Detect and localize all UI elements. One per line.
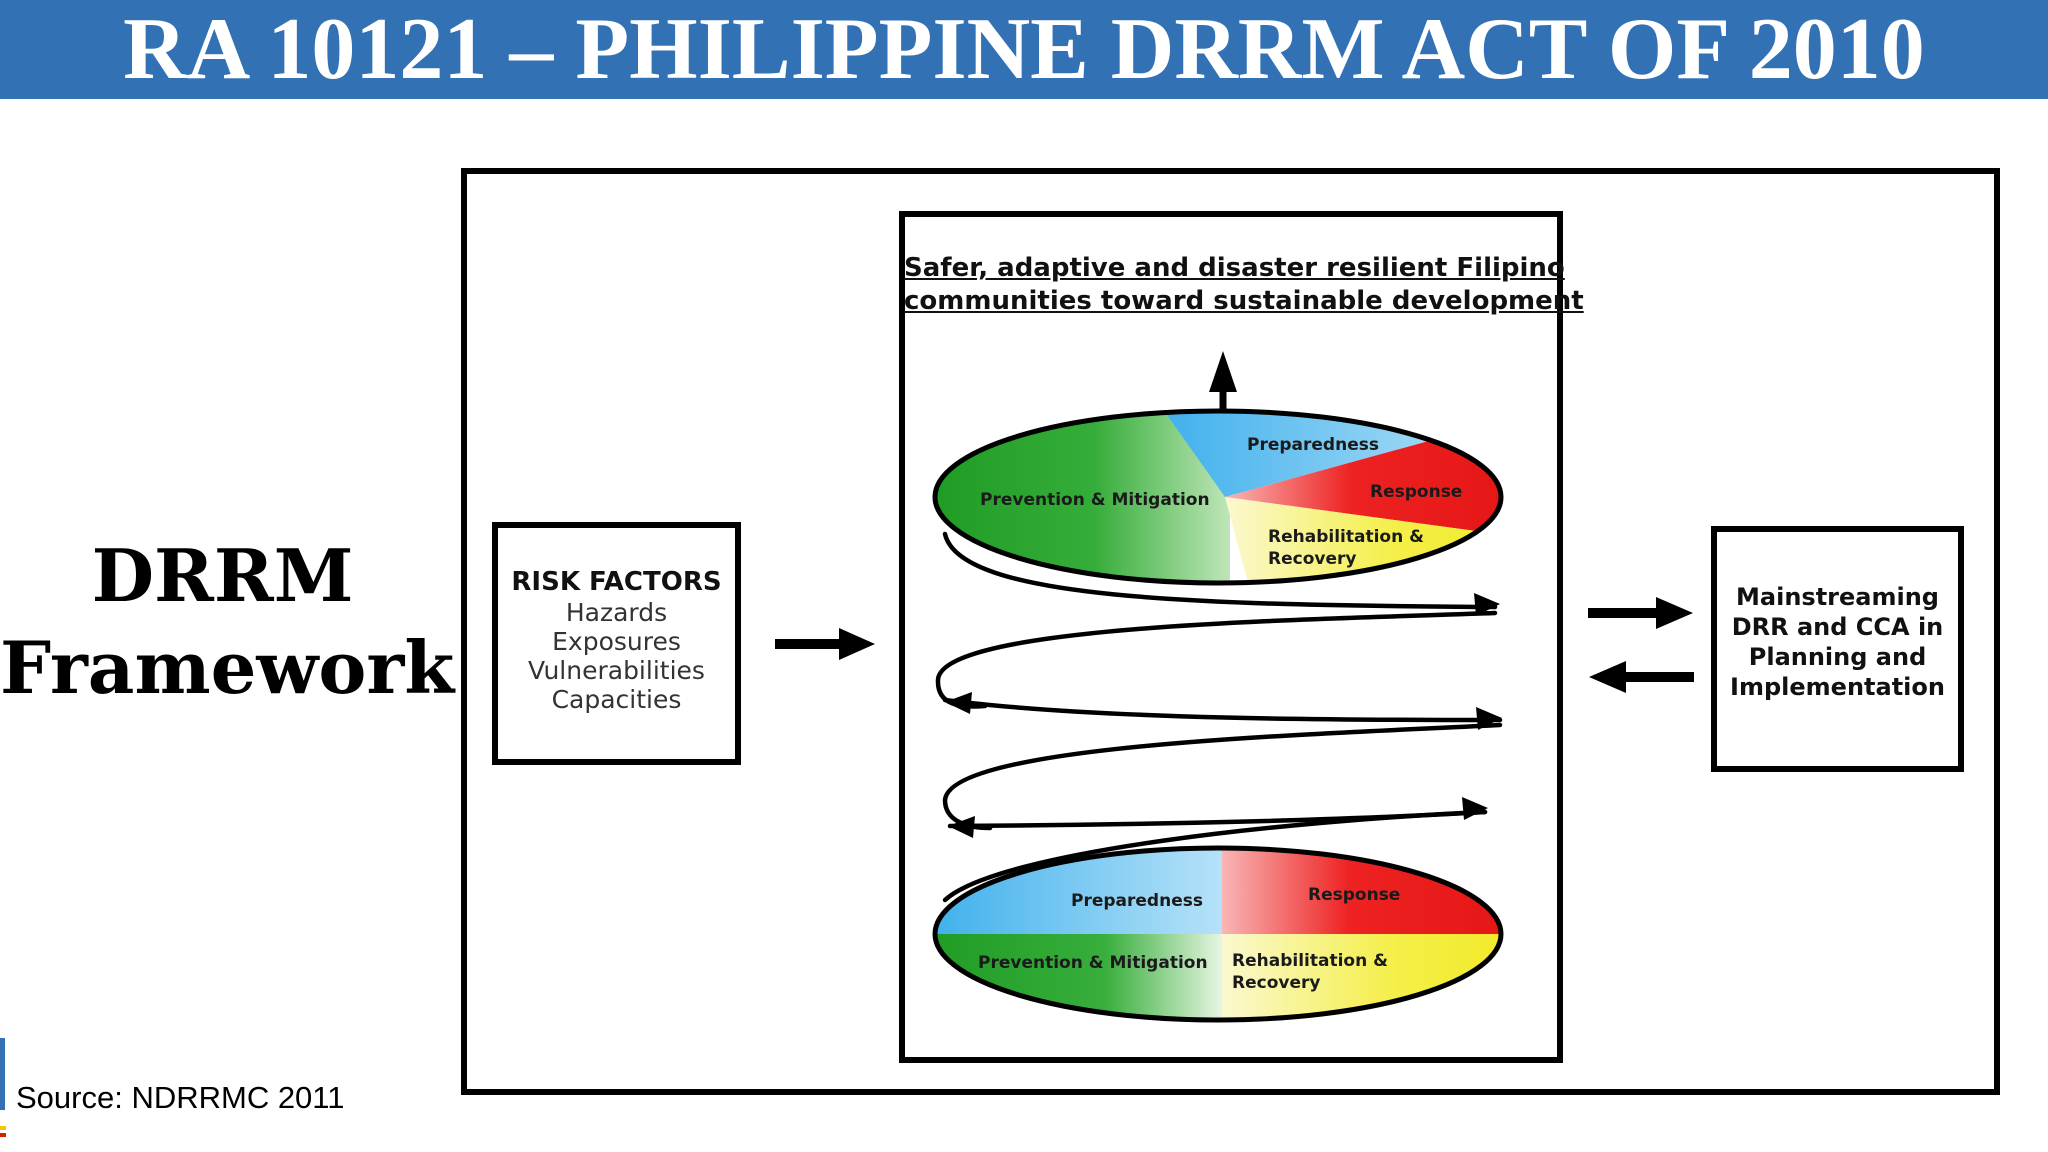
top-preparedness-label: Preparedness xyxy=(1247,435,1379,455)
risk-factor-item: Hazards xyxy=(565,597,668,627)
goal-statement: Safer, adaptive and disaster resilient F… xyxy=(904,252,1584,318)
bottom-rehabilitation-label: Recovery xyxy=(1232,973,1320,993)
bottom-response-label: Response xyxy=(1308,885,1400,905)
top-prevention-label: Prevention & Mitigation xyxy=(980,490,1210,510)
side-title-line: DRRM xyxy=(91,533,354,618)
title-bar: RA 10121 – PHILIPPINE DRRM ACT OF 2010 xyxy=(0,0,2048,99)
cycle-box xyxy=(899,211,1563,1063)
risk-factors-heading: RISK FACTORS xyxy=(511,566,722,597)
spiral-arrowhead xyxy=(948,816,975,838)
spiral-arrowheads xyxy=(945,593,1502,838)
slide-title: RA 10121 – PHILIPPINE DRRM ACT OF 2010 xyxy=(123,0,1925,98)
source-citation: Source: NDRRMC 2011 xyxy=(16,1080,345,1115)
side-title-line: Framework xyxy=(0,625,455,710)
risk-to-cycle-arrow xyxy=(775,628,875,660)
bottom-prevention-label: Prevention & Mitigation xyxy=(978,953,1208,973)
flag-stripe-yellow xyxy=(0,1126,6,1130)
spiral-arrowhead xyxy=(1474,593,1500,616)
goal-line: communities toward sustainable developme… xyxy=(904,286,1584,316)
cycle-to-mainstreaming-arrow xyxy=(1588,597,1693,629)
mainstreaming-line: Implementation xyxy=(1730,673,1945,701)
bottom-preparedness-label: Preparedness xyxy=(1071,891,1203,911)
spiral-connector xyxy=(935,531,1503,903)
top-cycle-labels: Prevention & Mitigation Preparedness Res… xyxy=(980,435,1462,569)
top-rehabilitation-label: Rehabilitation & xyxy=(1268,527,1424,547)
spiral-arrowhead xyxy=(1462,797,1488,820)
framework-frame xyxy=(461,168,2000,1095)
mainstreaming-line: DRR and CCA in xyxy=(1731,613,1944,641)
spiral-arrowhead xyxy=(945,692,972,714)
top-rehabilitation-label: Recovery xyxy=(1268,549,1356,569)
mainstreaming-box: Mainstreaming DRR and CCA in Planning an… xyxy=(1711,526,1964,772)
risk-factor-item: Vulnerabilities xyxy=(528,655,705,685)
spiral-arrowhead xyxy=(1476,707,1502,730)
source-accent-bar xyxy=(0,1038,5,1110)
risk-factor-item: Exposures xyxy=(552,626,681,656)
top-response-label: Response xyxy=(1370,482,1462,502)
risk-factor-item: Capacities xyxy=(551,684,682,714)
flag-stripe-red xyxy=(0,1133,6,1137)
mainstreaming-to-cycle-arrow xyxy=(1589,661,1694,693)
risk-factors-box: RISK FACTORS Hazards Exposures Vulnerabi… xyxy=(492,522,741,765)
mainstreaming-line: Planning and xyxy=(1748,643,1927,671)
top-response-segment xyxy=(1225,420,1501,535)
bottom-cycle-labels: Preparedness Response Prevention & Mitig… xyxy=(978,885,1400,993)
goal-line: Safer, adaptive and disaster resilient F… xyxy=(904,253,1565,283)
mainstreaming-line: Mainstreaming xyxy=(1736,583,1939,611)
side-title: DRRM Framework xyxy=(0,530,455,714)
bottom-cycle-ellipse xyxy=(932,845,1504,1023)
bottom-rehabilitation-label: Rehabilitation & xyxy=(1232,951,1388,971)
